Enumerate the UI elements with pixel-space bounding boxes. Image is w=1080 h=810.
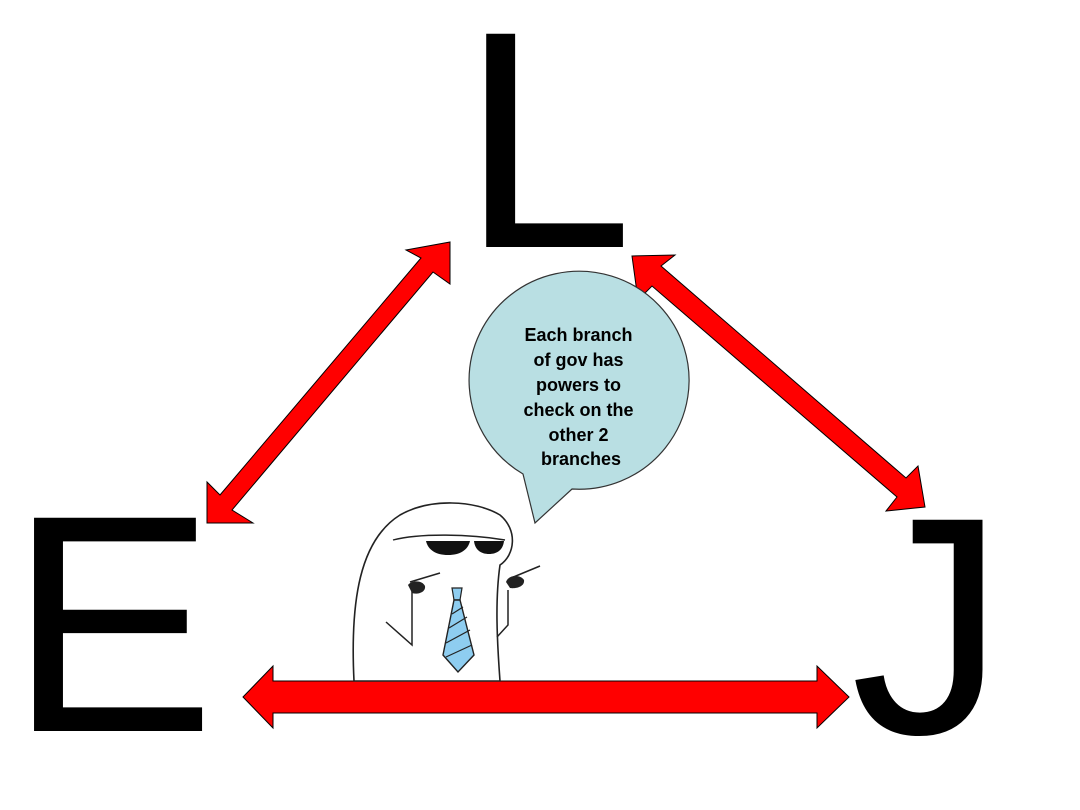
left-hand [408,581,426,594]
tie-stripes [445,606,473,658]
sunglasses-blob-with-tie-icon [352,502,541,682]
speech-bubble-text: Each branch of gov has powers to check o… [523,325,638,469]
right-arm [496,565,541,638]
arrow-bottom [242,664,850,730]
speech-bubble-shape [468,270,690,525]
speech-bubble-line: Each branch [524,325,632,345]
brow-line [392,534,506,541]
speech-bubble-line: branches [541,449,621,469]
speech-bubble-line: of gov has [533,350,623,370]
arrow-top-right [631,254,926,512]
branch-letter-top: L [461,0,633,313]
tie-knot [451,587,463,601]
blob-body [352,502,514,682]
arrow-left-top [206,241,451,524]
speech-bubble-line: check on the [523,400,633,420]
speech-bubble-line: powers to [536,375,621,395]
sunglasses-right-lens [474,541,504,554]
branch-letter-right: J [851,452,1006,799]
left-arm [385,572,441,647]
speech-bubble-line: other 2 [548,425,608,445]
branch-letter-left: E [9,450,216,797]
speech-bubble: Each branch of gov has powers to check o… [468,270,690,525]
right-hand [506,576,525,589]
sunglasses-left-lens [426,541,470,555]
